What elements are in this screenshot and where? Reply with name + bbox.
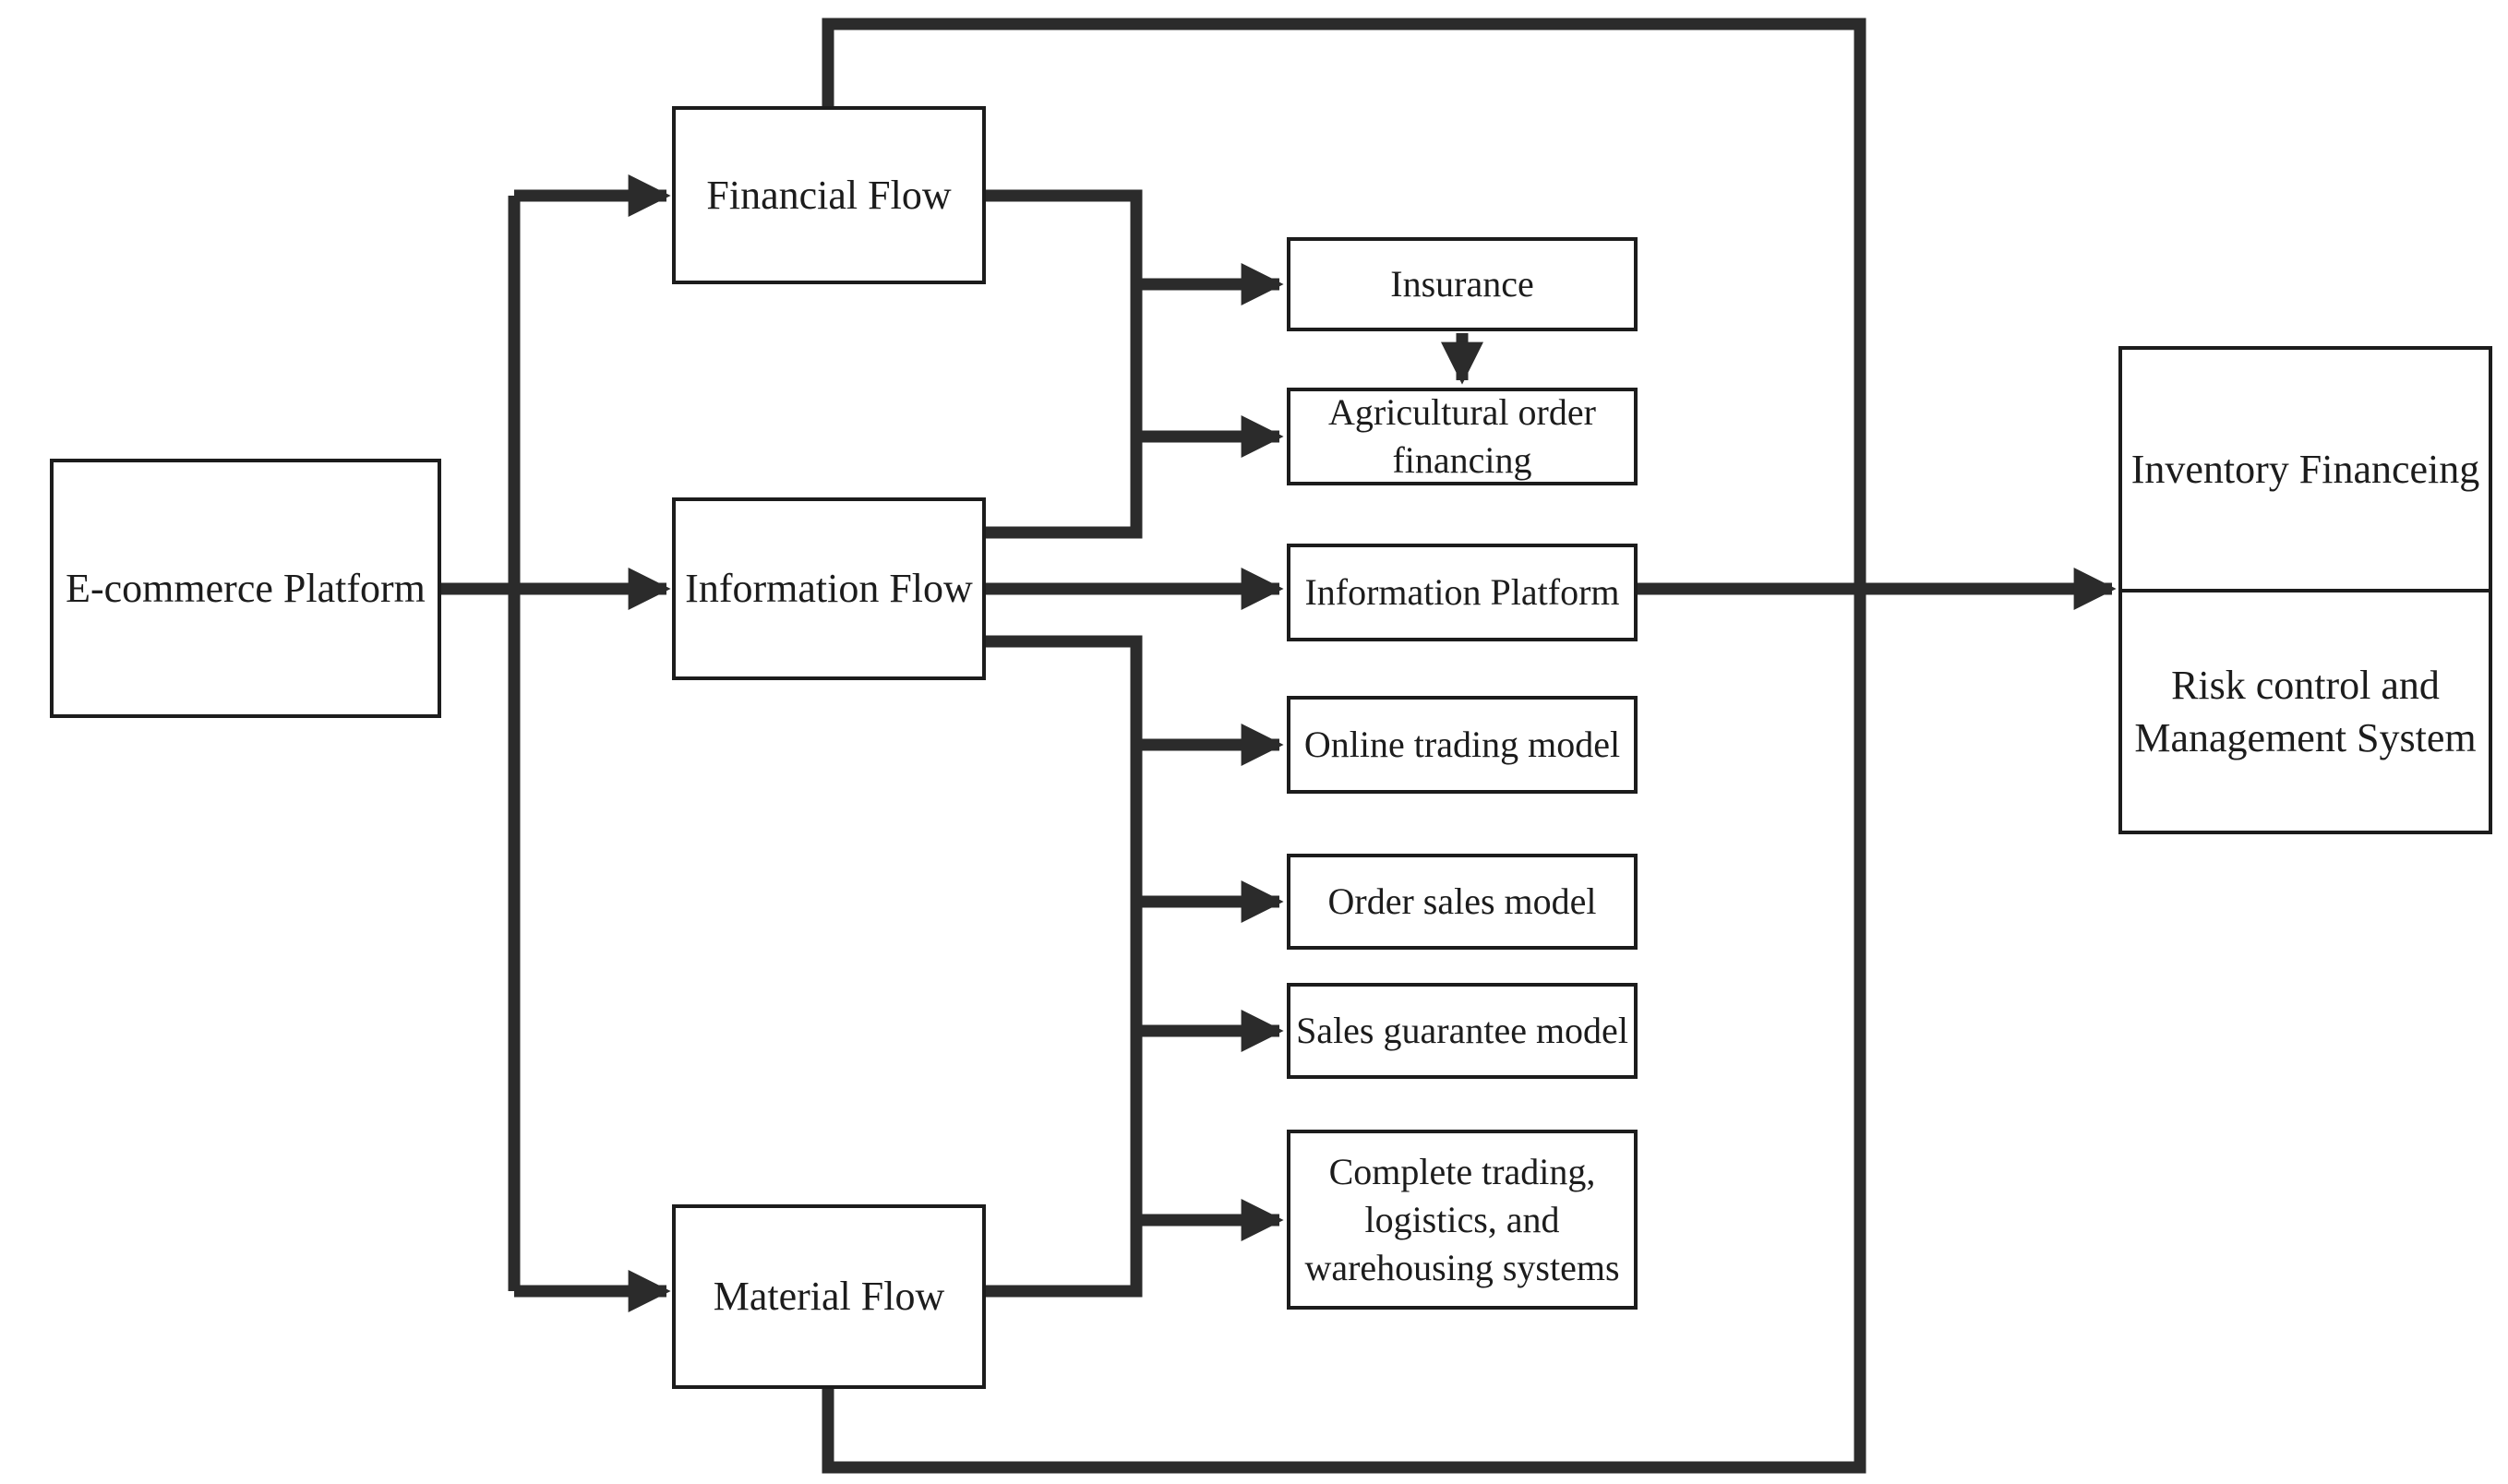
- node-insurance: Insurance: [1287, 237, 1638, 331]
- node-material-flow-label: Material Flow: [713, 1274, 945, 1320]
- node-complete-systems-label: Complete trading, logistics, and warehou…: [1304, 1150, 1620, 1288]
- node-online-trading-model-label: Online trading model: [1303, 724, 1621, 765]
- node-insurance-label: Insurance: [1390, 263, 1534, 305]
- node-agricultural-order-financing-label: Agricultural order financing: [1328, 391, 1596, 481]
- node-material-flow: Material Flow: [672, 1204, 986, 1389]
- node-ecommerce-platform-label: E-commerce Platform: [66, 565, 426, 611]
- node-inventory-risk-box: Inventory Financeing Risk control and Ma…: [2118, 346, 2492, 834]
- node-order-sales-model: Order sales model: [1287, 854, 1638, 950]
- node-inventory-financing-label: Inventory Financeing: [2130, 446, 2480, 492]
- node-inventory-financing: Inventory Financeing: [2122, 350, 2489, 589]
- node-financial-flow: Financial Flow: [672, 106, 986, 284]
- node-information-platform: Information Platform: [1287, 544, 1638, 641]
- node-online-trading-model: Online trading model: [1287, 696, 1638, 794]
- node-sales-guarantee-model: Sales guarantee model: [1287, 983, 1638, 1079]
- outer-feedback-loop-line: [822, 18, 1866, 1474]
- node-information-platform-label: Information Platform: [1304, 571, 1620, 613]
- node-risk-control-management: Risk control and Management System: [2122, 589, 2489, 831]
- node-complete-systems: Complete trading, logistics, and warehou…: [1287, 1130, 1638, 1310]
- node-financial-flow-label: Financial Flow: [706, 172, 952, 218]
- node-risk-control-management-label: Risk control and Management System: [2134, 662, 2477, 760]
- node-sales-guarantee-model-label: Sales guarantee model: [1296, 1010, 1628, 1051]
- node-ecommerce-platform: E-commerce Platform: [50, 459, 441, 718]
- financial-branch-line: [986, 189, 1143, 539]
- node-agricultural-order-financing: Agricultural order financing: [1287, 388, 1638, 485]
- information-branch-line: [986, 635, 1143, 1298]
- node-order-sales-model-label: Order sales model: [1327, 880, 1597, 922]
- node-information-flow-label: Information Flow: [685, 566, 973, 612]
- node-information-flow: Information Flow: [672, 497, 986, 680]
